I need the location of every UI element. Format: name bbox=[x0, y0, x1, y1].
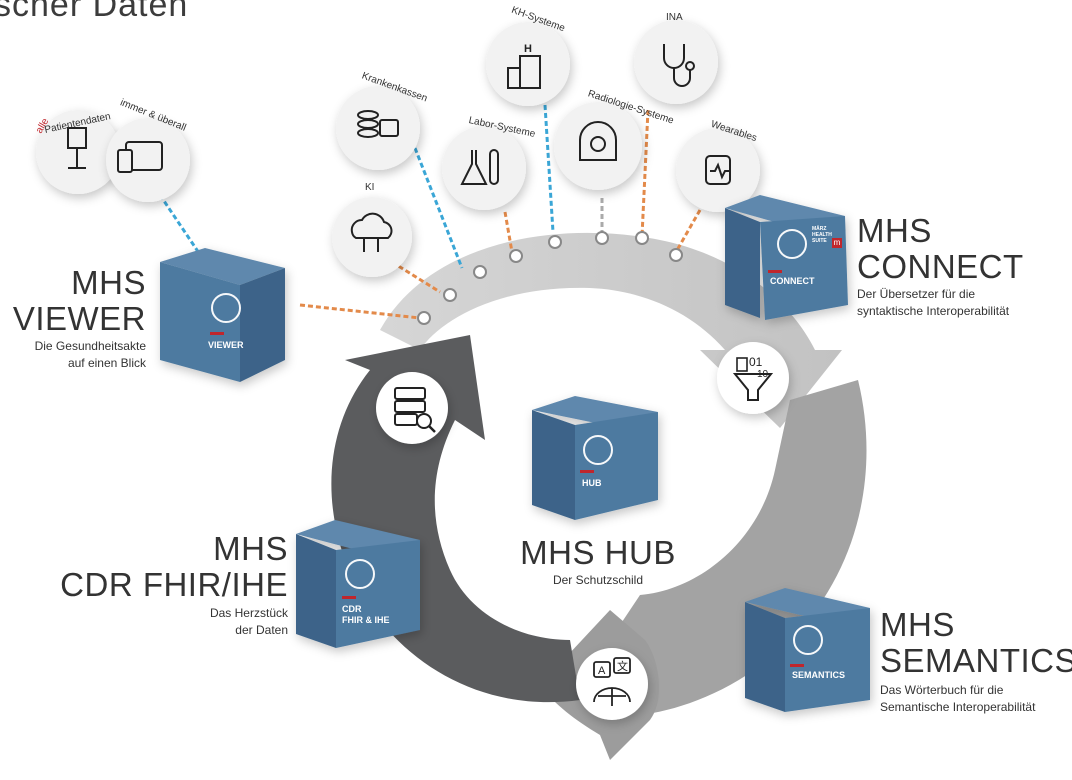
connect-box-label: CONNECT bbox=[770, 276, 815, 286]
semantics-box-label: SEMANTICS bbox=[792, 670, 846, 680]
bubble-ina bbox=[634, 20, 718, 104]
cdr-title-line1: MHS bbox=[213, 530, 288, 567]
bubble-radiologie bbox=[554, 102, 642, 190]
cdr-title-line2: CDR FHIR/IHE bbox=[60, 566, 288, 603]
cdr-box bbox=[296, 520, 420, 648]
bubble-immer-ueberall bbox=[106, 118, 190, 202]
semantics-title-line1: MHS bbox=[880, 606, 955, 643]
connect-box bbox=[725, 195, 848, 320]
hub-box-label: HUB bbox=[582, 478, 602, 488]
viewer-title-line1: MHS bbox=[71, 264, 146, 301]
connect-desc-line1: Der Übersetzer für die bbox=[857, 287, 976, 301]
svg-text:A: A bbox=[598, 665, 606, 677]
hub-box bbox=[532, 396, 658, 520]
box-front-icons bbox=[211, 229, 823, 655]
svg-text:10: 10 bbox=[757, 369, 769, 380]
connector-nodes bbox=[417, 231, 683, 325]
server-search-icon bbox=[376, 372, 448, 444]
box-brand-text: MÄRZ HEALTH SUITE bbox=[812, 226, 832, 244]
box-brand-line3: SUITE bbox=[812, 238, 827, 244]
cdr-desc-line1: Das Herzstück bbox=[209, 606, 288, 620]
box-accent-bars bbox=[210, 270, 804, 667]
semantics-title-line2: SEMANTICS bbox=[880, 642, 1072, 679]
translate-globe-icon: A 文 bbox=[576, 648, 648, 720]
viewer-box-label: VIEWER bbox=[208, 340, 244, 350]
semantics-desc-line1: Das Wörterbuch für die bbox=[880, 683, 1004, 697]
cdr-box-label-line2: FHIR & IHE bbox=[342, 615, 390, 625]
bubble-kh: H bbox=[486, 22, 570, 106]
connect-desc-line2: syntaktische Interoperabilität bbox=[857, 304, 1010, 318]
svg-text:01: 01 bbox=[749, 355, 763, 369]
bubble-patientendaten bbox=[36, 110, 120, 194]
viewer-box bbox=[160, 248, 285, 382]
bubble-label-ki: KI bbox=[365, 182, 375, 193]
viewer-desc-line1: Die Gesundheitsakte bbox=[34, 339, 146, 353]
cdr-desc-line2: der Daten bbox=[235, 623, 288, 637]
cycle-arc-right bbox=[600, 380, 867, 715]
bubble-krankenkassen bbox=[336, 86, 420, 170]
viewer-title-line2: VIEWER bbox=[12, 300, 146, 337]
bubble-labor bbox=[442, 126, 526, 210]
box-brand-line2: HEALTH bbox=[812, 232, 832, 238]
hub-title: MHS HUB bbox=[520, 534, 676, 571]
page-title-partial: scher Daten bbox=[0, 0, 189, 24]
box-brand-line1: MÄRZ bbox=[812, 226, 827, 232]
bubble-ki bbox=[332, 197, 412, 277]
bubble-wearables bbox=[676, 128, 760, 212]
svg-text:文: 文 bbox=[617, 659, 628, 673]
connect-title-line2: CONNECT bbox=[857, 248, 1024, 285]
cdr-box-label: CDR FHIR & IHE bbox=[342, 604, 390, 626]
hub-subtitle: Der Schutzschild bbox=[552, 573, 644, 587]
semantics-desc-line2: Semantische Interoperabilität bbox=[880, 700, 1036, 714]
cycle-arc-left bbox=[331, 335, 580, 703]
connect-title-line1: MHS bbox=[857, 212, 932, 249]
funnel-binary-icon: 01 10 bbox=[717, 342, 789, 414]
semantics-box bbox=[745, 588, 870, 712]
svg-text:H: H bbox=[524, 43, 532, 55]
cdr-box-label-line1: CDR bbox=[342, 604, 362, 614]
box-brand-logo: m bbox=[832, 238, 842, 248]
viewer-desc-line2: auf einen Blick bbox=[67, 356, 146, 370]
bubble-label-ina: INA bbox=[666, 12, 683, 23]
